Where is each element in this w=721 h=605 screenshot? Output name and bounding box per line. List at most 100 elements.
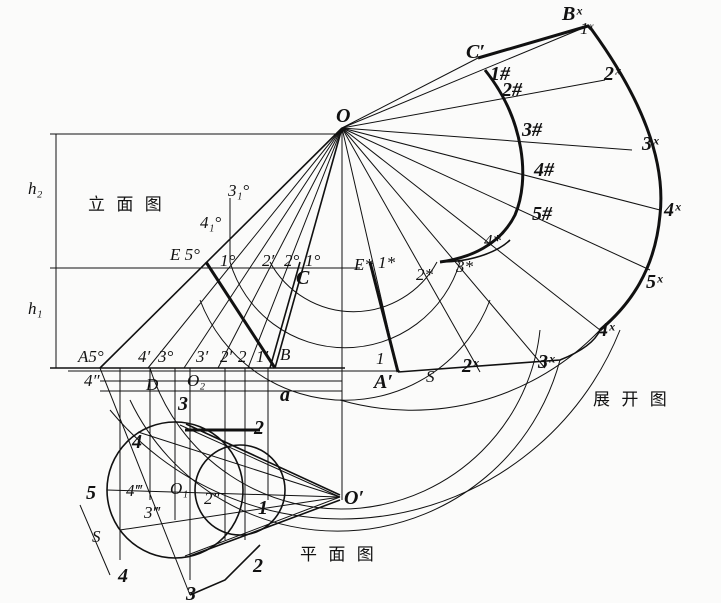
dev-inner-curve — [439, 239, 511, 263]
plan-title: 平 面 图 — [300, 545, 377, 565]
label-O: O — [336, 105, 351, 127]
generator-3 — [183, 127, 343, 369]
label-3-top: 3 — [178, 393, 188, 415]
label-1: 1 — [258, 497, 268, 519]
label-2x-bottom: 2ˣ — [462, 355, 479, 377]
cut-edge-2 — [269, 261, 301, 369]
label-O1: O₁ — [170, 479, 189, 498]
label-E5: E 5° — [170, 245, 200, 264]
dev-arc-5 — [129, 359, 561, 532]
label-S-dev: S — [426, 367, 435, 386]
label-5: 5 — [86, 482, 96, 504]
plan-axis — [106, 489, 341, 498]
label-row-1: 1′ — [256, 347, 269, 366]
elevation-title: 立 面 图 — [88, 195, 165, 215]
label-3-hash: 3# — [522, 119, 542, 141]
label-4-star: 4* — [484, 231, 501, 250]
label-h1: h₁ — [28, 299, 43, 318]
dev-ray-2x-b — [341, 127, 481, 373]
plan-ray-3 — [179, 424, 341, 498]
dev-arc-7 — [109, 329, 621, 520]
label-1-deg: 1° — [305, 251, 321, 270]
dev-ray-B — [341, 25, 589, 129]
generator-B — [274, 127, 343, 369]
label-D: D — [146, 375, 159, 394]
label-4x-bottom: 4ˣ — [598, 319, 615, 341]
label-4-hash: 4# — [534, 159, 554, 181]
label-O2: O₂ — [187, 371, 206, 390]
dev-arc-1 — [269, 261, 438, 313]
dev-bottom-curve — [397, 329, 601, 373]
plan-ray-4 — [137, 431, 341, 498]
generator-1 — [247, 127, 343, 369]
label-2-bottom: 2 — [253, 555, 263, 577]
generator-4 — [147, 127, 343, 369]
dev-inner-boundary — [439, 69, 525, 264]
label-row-3: 3° — [158, 347, 174, 366]
plan-tangent-top — [185, 423, 341, 496]
dev-arc-2 — [229, 261, 461, 349]
dev-arc-3 — [199, 299, 491, 401]
label-S-plan: S — [92, 527, 101, 546]
label-row-2p: 2′ — [220, 347, 233, 366]
label-1-bottom: 1 — [376, 349, 385, 368]
dev-ray-4x-b — [341, 127, 601, 331]
label-4-1: 4₁° — [200, 213, 222, 232]
label-row-3p: 3′ — [196, 347, 209, 366]
label-2x: 2ˣ — [604, 63, 621, 85]
s-dim-line — [79, 504, 111, 576]
dev-ray-3x — [341, 127, 633, 151]
generator-A — [99, 127, 343, 369]
dev-arc-4 — [149, 329, 541, 510]
label-O-prime: O′ — [344, 487, 365, 509]
dev-outer-boundary — [477, 24, 663, 332]
label-1-star: 1* — [378, 253, 395, 272]
plan-lower-edge — [189, 544, 261, 596]
dev-ray-4x — [341, 127, 661, 211]
label-4-top: 4 — [132, 431, 142, 453]
dev-ray-5x — [341, 127, 651, 271]
label-3x: 3ˣ — [642, 133, 659, 155]
label-2-deg: 2° — [284, 251, 300, 270]
plan-edge-left — [99, 367, 191, 596]
label-A-prime: A′ — [374, 371, 393, 393]
label-A5: A5° — [78, 347, 104, 366]
plan-ray-3b — [184, 496, 341, 557]
label-row-4b: 4″ — [84, 371, 100, 390]
dev-cut-E-A — [368, 261, 400, 373]
label-2-hash: 2# — [502, 79, 522, 101]
label-5x: 5ˣ — [646, 271, 663, 293]
label-3-1: 3₁° — [228, 181, 250, 200]
label-row-2pp: 2′ — [262, 251, 275, 270]
label-3-star: 3* — [456, 257, 473, 276]
label-B-prime: Bˣ — [562, 3, 583, 25]
label-C-prime: C′ — [466, 41, 485, 63]
generator-2 — [217, 127, 343, 369]
label-h2: h₂ — [28, 179, 43, 198]
label-5-hash: 5# — [532, 203, 552, 225]
dev-ray-C — [341, 57, 479, 129]
plan-ray-4b — [119, 496, 341, 531]
plan-tangent-bottom — [189, 499, 341, 557]
label-1x-top: 1ˣ — [580, 19, 594, 38]
development-title: 展 开 图 — [593, 390, 670, 410]
label-2-star: 2* — [416, 265, 433, 284]
label-E-prime: E* — [354, 255, 373, 274]
label-2-double-prime: 2″ — [204, 489, 220, 508]
label-row-1pp: 1° — [220, 251, 236, 270]
label-3-bottom: 3 — [186, 583, 196, 605]
label-4x: 4ˣ — [664, 199, 681, 221]
label-row-4: 4′ — [138, 347, 151, 366]
label-B: B — [280, 345, 291, 364]
dev-ray-3x-b — [341, 127, 546, 369]
label-3x-bottom: 3ˣ — [538, 351, 555, 373]
label-4-bottom: 4 — [118, 565, 128, 587]
label-3-triple-prime: 3‴ — [144, 503, 160, 522]
label-1-hash: 1# — [490, 63, 510, 85]
label-2-top: 2 — [254, 417, 264, 439]
label-C: C — [296, 267, 310, 289]
label-4-triple-prime: 4‴ — [126, 481, 142, 500]
label-row-2: 2 — [238, 347, 247, 366]
